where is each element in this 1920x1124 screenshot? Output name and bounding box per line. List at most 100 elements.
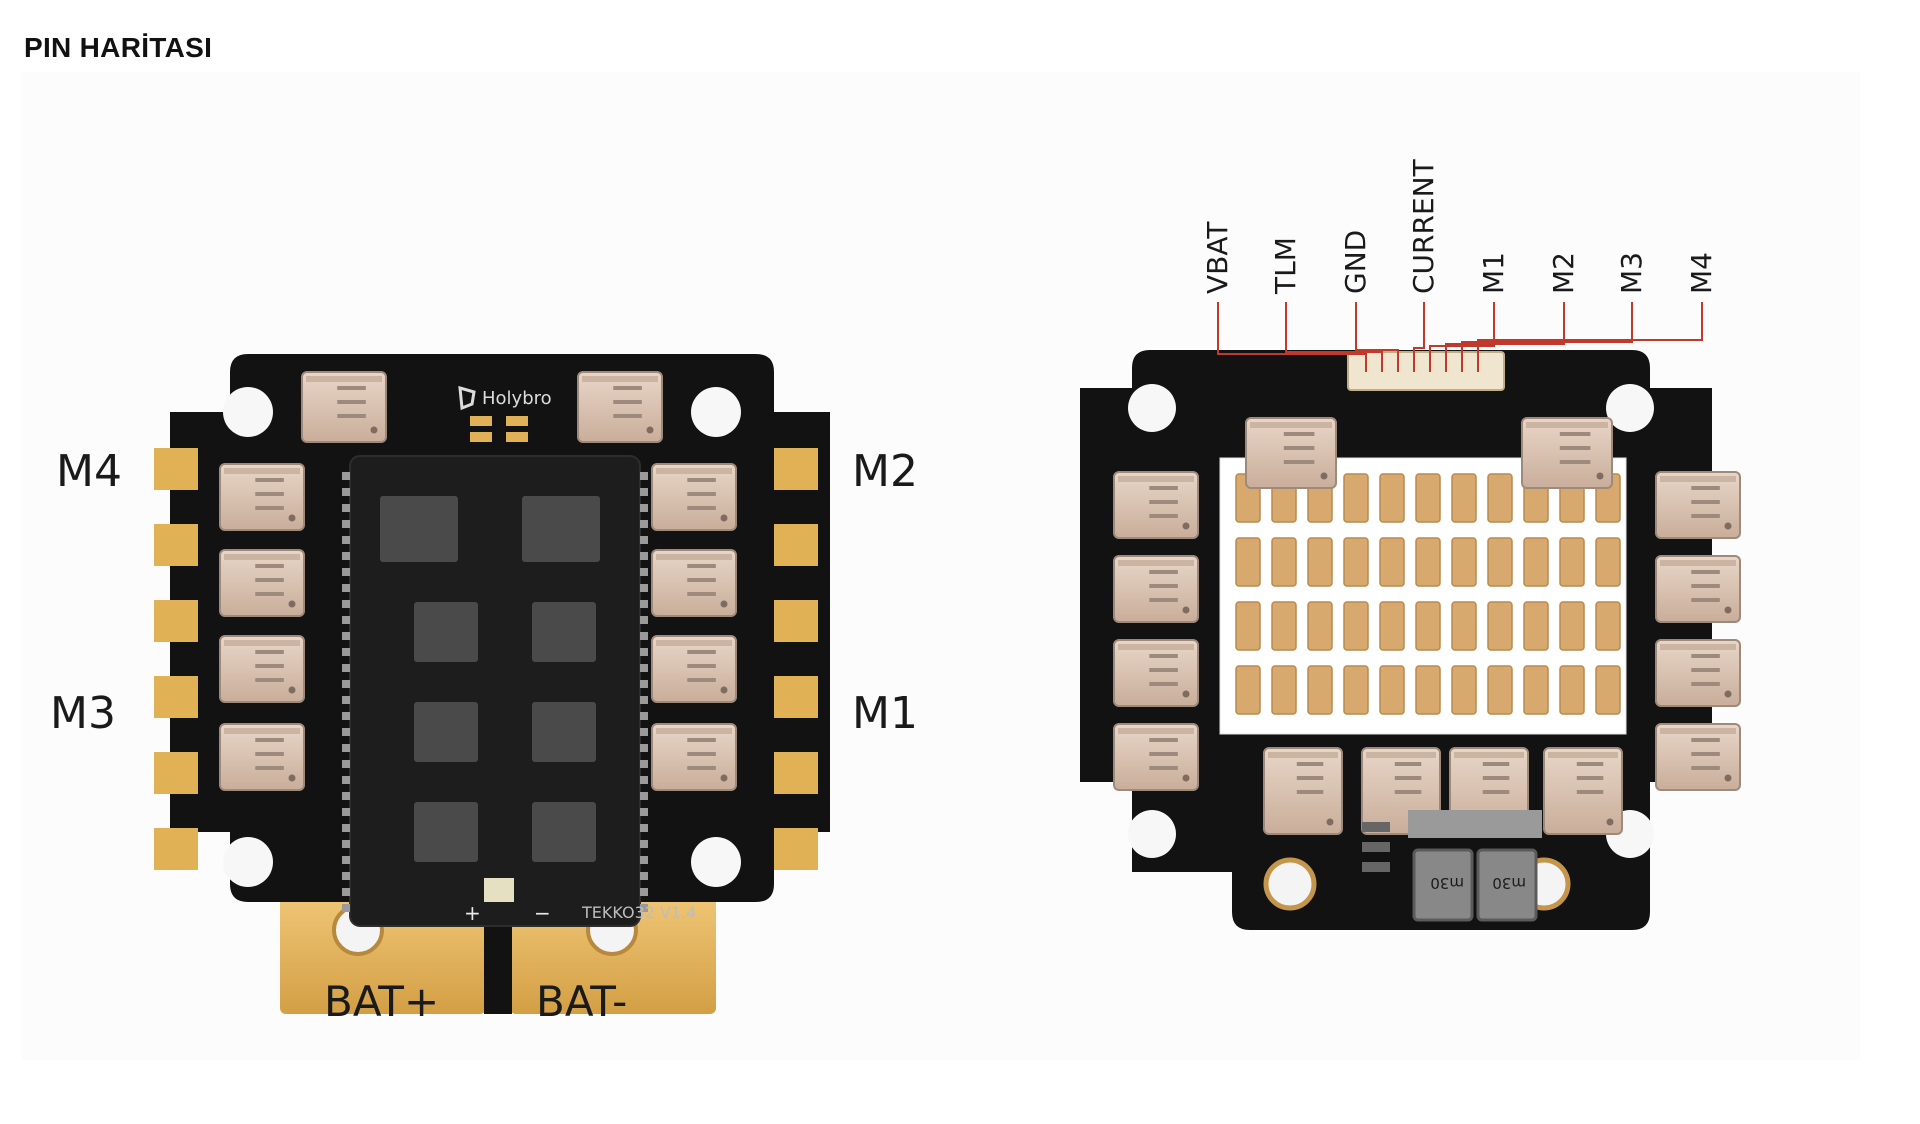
- capacitor: [1379, 665, 1405, 715]
- capacitor: [1379, 537, 1405, 587]
- mosfet: [1543, 747, 1623, 835]
- pin-wire: [1285, 302, 1383, 372]
- capacitor: [1235, 601, 1261, 651]
- capacitor: [1487, 537, 1513, 587]
- mosfet: [651, 549, 737, 617]
- capacitor: [1595, 601, 1621, 651]
- pin-wire: [1413, 302, 1425, 372]
- capacitor: [1415, 665, 1441, 715]
- capacitor: [1343, 473, 1369, 523]
- logo-text: Holybro: [482, 388, 552, 409]
- pcb-photo: Holybro TEKKO32 V1.4 + − M4 M3 M2 M1 BAT…: [22, 72, 1860, 1060]
- capacitor: [1235, 537, 1261, 587]
- pin-wires: [1217, 302, 1703, 372]
- mosfet: [1113, 723, 1199, 791]
- capacitor: [1559, 537, 1585, 587]
- pin-label-3: CURRENT: [1407, 158, 1440, 294]
- capacitor: [1271, 537, 1297, 587]
- label-bat-plus: BAT+: [324, 977, 439, 1026]
- capacitor: [1343, 665, 1369, 715]
- mosfet: [219, 549, 305, 617]
- mosfet: [1113, 555, 1199, 623]
- pin-label-1: TLM: [1269, 237, 1302, 295]
- capacitor: [1559, 665, 1585, 715]
- capacitors: [1235, 473, 1621, 715]
- pcb-illustration: Holybro TEKKO32 V1.4 + − M4 M3 M2 M1 BAT…: [50, 158, 1741, 1026]
- mosfet: [301, 371, 387, 443]
- pin-wire: [1477, 302, 1703, 372]
- capacitor: [1451, 665, 1477, 715]
- capacitor: [1451, 601, 1477, 651]
- mosfet: [219, 723, 305, 791]
- mosfet: [651, 723, 737, 791]
- motor-pads-right: [774, 448, 818, 870]
- pin-wire: [1461, 302, 1633, 372]
- pin-label-7: M4: [1685, 252, 1718, 294]
- capacitor: [1523, 601, 1549, 651]
- polarity-plus: +: [464, 901, 481, 925]
- inductor-label-1: m30: [1430, 874, 1464, 892]
- capacitor: [1415, 473, 1441, 523]
- pin-wire: [1355, 302, 1399, 372]
- capacitor: [1307, 665, 1333, 715]
- left-esc-board: Holybro TEKKO32 V1.4 + −: [154, 354, 830, 1014]
- capacitor: [1343, 601, 1369, 651]
- pin-wire: [1445, 302, 1565, 372]
- mosfet: [1521, 417, 1613, 489]
- capacitor: [1487, 601, 1513, 651]
- capacitor: [1379, 601, 1405, 651]
- pin-label-5: M2: [1547, 252, 1580, 294]
- pin-label-0: VBAT: [1201, 221, 1234, 294]
- telemetry-connector: [1347, 351, 1505, 391]
- label-m3: M3: [50, 688, 116, 739]
- board-silkscreen: TEKKO32 V1.4: [581, 903, 696, 922]
- holybro-logo: Holybro: [458, 385, 552, 411]
- mosfet: [577, 371, 663, 443]
- capacitor: [1271, 601, 1297, 651]
- mosfet: [1655, 555, 1741, 623]
- capacitor: [1559, 601, 1585, 651]
- label-m2: M2: [852, 446, 918, 497]
- capacitor: [1271, 665, 1297, 715]
- right-mosfets: [1113, 417, 1741, 835]
- pin-wire: [1217, 302, 1367, 372]
- capacitor: [1523, 537, 1549, 587]
- right-esc-board: m30 m30: [1080, 350, 1741, 930]
- mosfet: [1655, 723, 1741, 791]
- capacitor: [1451, 473, 1477, 523]
- mosfet: [219, 463, 305, 531]
- page-title: PIN HARİTASI: [24, 32, 213, 63]
- mounting-holes-right: [1128, 384, 1654, 858]
- capacitor: [1415, 601, 1441, 651]
- motor-pads-left: [154, 448, 198, 870]
- mosfet: [1655, 471, 1741, 539]
- mosfet: [1655, 639, 1741, 707]
- mosfet: [651, 463, 737, 531]
- label-m1: M1: [852, 688, 918, 739]
- mosfet: [1113, 639, 1199, 707]
- mounting-holes-left: [223, 387, 741, 887]
- capacitor: [1307, 537, 1333, 587]
- module-castellations: [342, 472, 648, 912]
- mosfet: [1263, 747, 1343, 835]
- mosfet: [1245, 417, 1337, 489]
- capacitor: [1343, 537, 1369, 587]
- capacitor: [1307, 601, 1333, 651]
- polarity-minus: −: [534, 901, 551, 925]
- capacitor: [1487, 473, 1513, 523]
- mosfet: [1113, 471, 1199, 539]
- capacitor: [1379, 473, 1405, 523]
- capacitor: [1595, 665, 1621, 715]
- mosfet: [219, 635, 305, 703]
- label-bat-minus: BAT-: [536, 977, 627, 1026]
- capacitor: [1451, 537, 1477, 587]
- capacitor: [1235, 665, 1261, 715]
- capacitor: [1487, 665, 1513, 715]
- capacitor: [1415, 537, 1441, 587]
- inductor-label-2: m30: [1492, 874, 1526, 892]
- inductors: m30 m30: [1408, 810, 1542, 922]
- capacitor: [1523, 665, 1549, 715]
- pin-label-6: M3: [1615, 252, 1648, 294]
- capacitor: [1595, 537, 1621, 587]
